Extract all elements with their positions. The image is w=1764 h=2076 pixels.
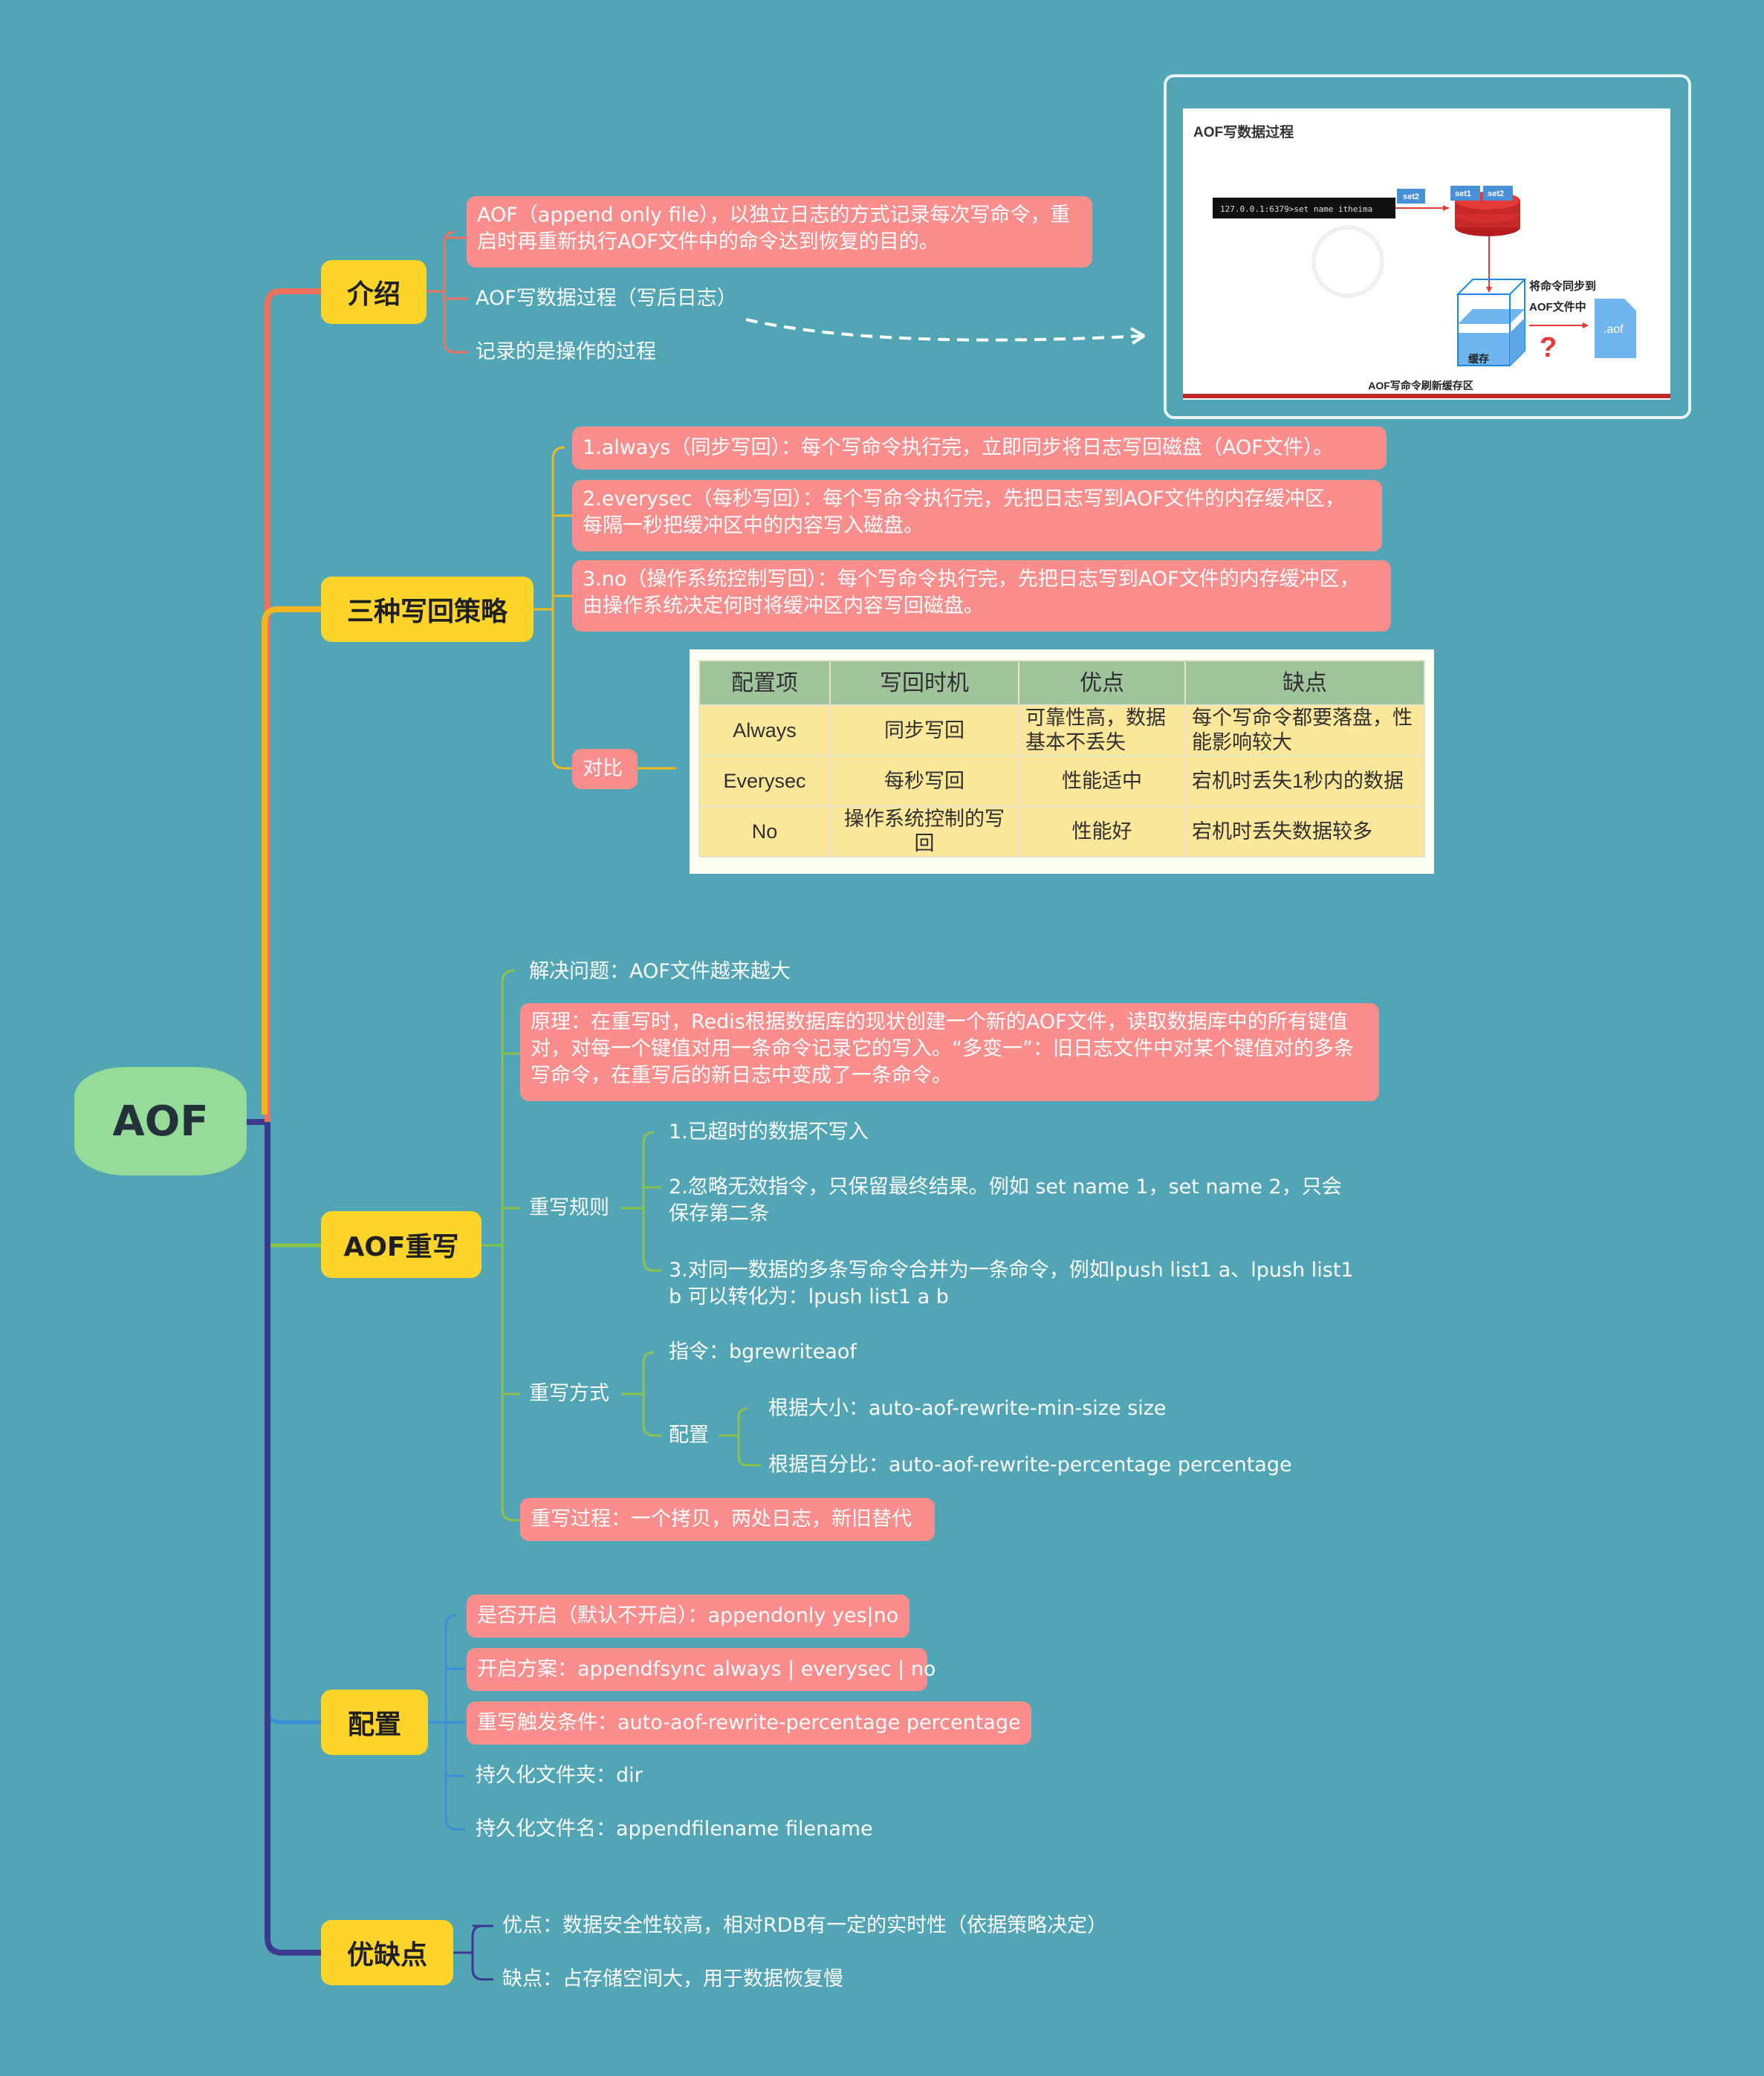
table-cell: 操作系统控制的写回 [829,805,1019,857]
cons-item[interactable]: 缺点：占存储空间大，用于数据恢复慢 [502,1968,843,1991]
branch-config[interactable]: 配置 [321,1690,428,1755]
rewrite-config-percentage[interactable]: 根据百分比：auto-aof-rewrite-percentage percen… [768,1453,1292,1476]
rewrite-config-label[interactable]: 配置 [669,1424,709,1447]
table-cell: 每秒写回 [829,755,1019,807]
table-cell: 性能适中 [1018,755,1186,807]
pros-item[interactable]: 优点：数据安全性较高，相对RDB有一定的实时性（依据策略决定） [502,1914,1108,1937]
figure-title: AOF写数据过程 [1193,123,1294,140]
table-row: No 操作系统控制的写回 性能好 宕机时丢失数据较多 [698,805,1425,857]
table-cell: 同步写回 [829,704,1019,756]
strategy-no[interactable]: 3.no（操作系统控制写回）：每个写命令执行完，先把日志写到AOF文件的内存缓冲… [572,560,1391,632]
branch-intro[interactable]: 介绍 [321,260,427,324]
rewrite-method-label[interactable]: 重写方式 [529,1382,609,1405]
branch-strategies[interactable]: 三种写回策略 [321,577,534,642]
branch-rewrite[interactable]: AOF重写 [321,1211,481,1278]
figure-sync-note-1: 将命令同步到 [1529,279,1596,293]
rewrite-principle[interactable]: 原理：在重写时，Redis根据数据库的现状创建一个新的AOF文件，读取数据库中的… [520,1003,1379,1101]
table-row: Always 同步写回 可靠性高，数据基本不丢失 每个写命令都要落盘，性能影响较… [698,704,1425,756]
strategy-always[interactable]: 1.always（同步写回）：每个写命令执行完，立即同步将日志写回磁盘（AOF文… [572,426,1387,470]
table-cell: 性能好 [1018,805,1186,857]
figure-question-mark: ? [1540,332,1557,363]
intro-item-definition[interactable]: AOF（append only file），以独立日志的方式记录每次写命令，重启… [467,196,1092,267]
strategy-compare-table: 配置项 写回时机 优点 缺点 Always 同步写回 可靠性高，数据基本不丢失 … [690,649,1434,874]
figure-terminal: 127.0.0.1:6379>set name itheima [1220,204,1372,214]
table-header-cons: 缺点 [1184,660,1425,706]
rewrite-rule-3[interactable]: 3.对同一数据的多条写命令合并为一条命令，例如lpush list1 a、lpu… [669,1259,1354,1308]
aof-file-icon [1595,299,1636,358]
config-filename[interactable]: 持久化文件名：appendfilename filename [476,1817,873,1840]
strategy-everysec[interactable]: 2.everysec（每秒写回）：每个写命令执行完，先把日志写到AOF文件的内存… [572,480,1382,551]
figure-server-tag-1: set1 [1455,189,1471,198]
buffer-cube-icon [1456,279,1527,366]
figure-caption: AOF写命令刷新缓存区 [1368,380,1473,392]
rewrite-command[interactable]: 指令：bgrewriteaof [669,1340,857,1363]
table-cell: 宕机时丢失1秒内的数据 [1184,755,1425,807]
root-node[interactable]: AOF [74,1067,247,1175]
table-cell: Everysec [698,755,831,807]
rewrite-rule-2[interactable]: 2.忽略无效指令，只保留最终结果。例如 set name 1，set name … [669,1175,1342,1225]
table-cell: 可靠性高，数据基本不丢失 [1018,704,1186,756]
intro-item-records-operations[interactable]: 记录的是操作的过程 [476,340,656,363]
table-cell: No [698,805,831,857]
table-cell: Always [698,704,831,756]
rewrite-rules-label[interactable]: 重写规则 [529,1196,609,1219]
redis-server-icon [1455,192,1520,236]
rewrite-process[interactable]: 重写过程：一个拷贝，两处日志，新旧替代 [520,1498,935,1541]
figure-cmd-tag: set2 [1403,192,1419,201]
figure-server-tag-2: set2 [1488,189,1504,198]
intro-item-write-process[interactable]: AOF写数据过程（写后日志） [476,287,737,310]
config-dir[interactable]: 持久化文件夹：dir [476,1764,643,1787]
config-trigger[interactable]: 重写触发条件：auto-aof-rewrite-percentage perce… [467,1702,1031,1745]
table-header-pros: 优点 [1018,660,1186,706]
figure-file-label: .aof [1604,323,1624,336]
table-cell: 每个写命令都要落盘，性能影响较大 [1184,704,1425,756]
table-row: Everysec 每秒写回 性能适中 宕机时丢失1秒内的数据 [698,755,1425,807]
rewrite-rule-1[interactable]: 1.已超时的数据不写入 [669,1120,869,1144]
table-cell: 宕机时丢失数据较多 [1184,805,1425,857]
table-header-timing: 写回时机 [829,660,1019,706]
config-enable[interactable]: 是否开启（默认不开启）：appendonly yes|no [467,1595,909,1638]
figure-buffer-label: 缓存 [1468,353,1489,365]
rewrite-config-size[interactable]: 根据大小：auto-aof-rewrite-min-size size [768,1397,1167,1420]
aof-write-figure: AOF写数据过程 127.0.0.1:6379>set name itheima… [1183,108,1670,400]
strategies-compare[interactable]: 对比 [572,749,638,789]
config-fsync[interactable]: 开启方案：appendfsync always | everysec | no [467,1648,935,1691]
branch-pros-cons[interactable]: 优缺点 [321,1920,453,1985]
rewrite-problem[interactable]: 解决问题：AOF文件越来越大 [529,960,791,983]
table-header-config: 配置项 [698,660,831,706]
figure-sync-note-2: AOF文件中 [1529,300,1586,314]
